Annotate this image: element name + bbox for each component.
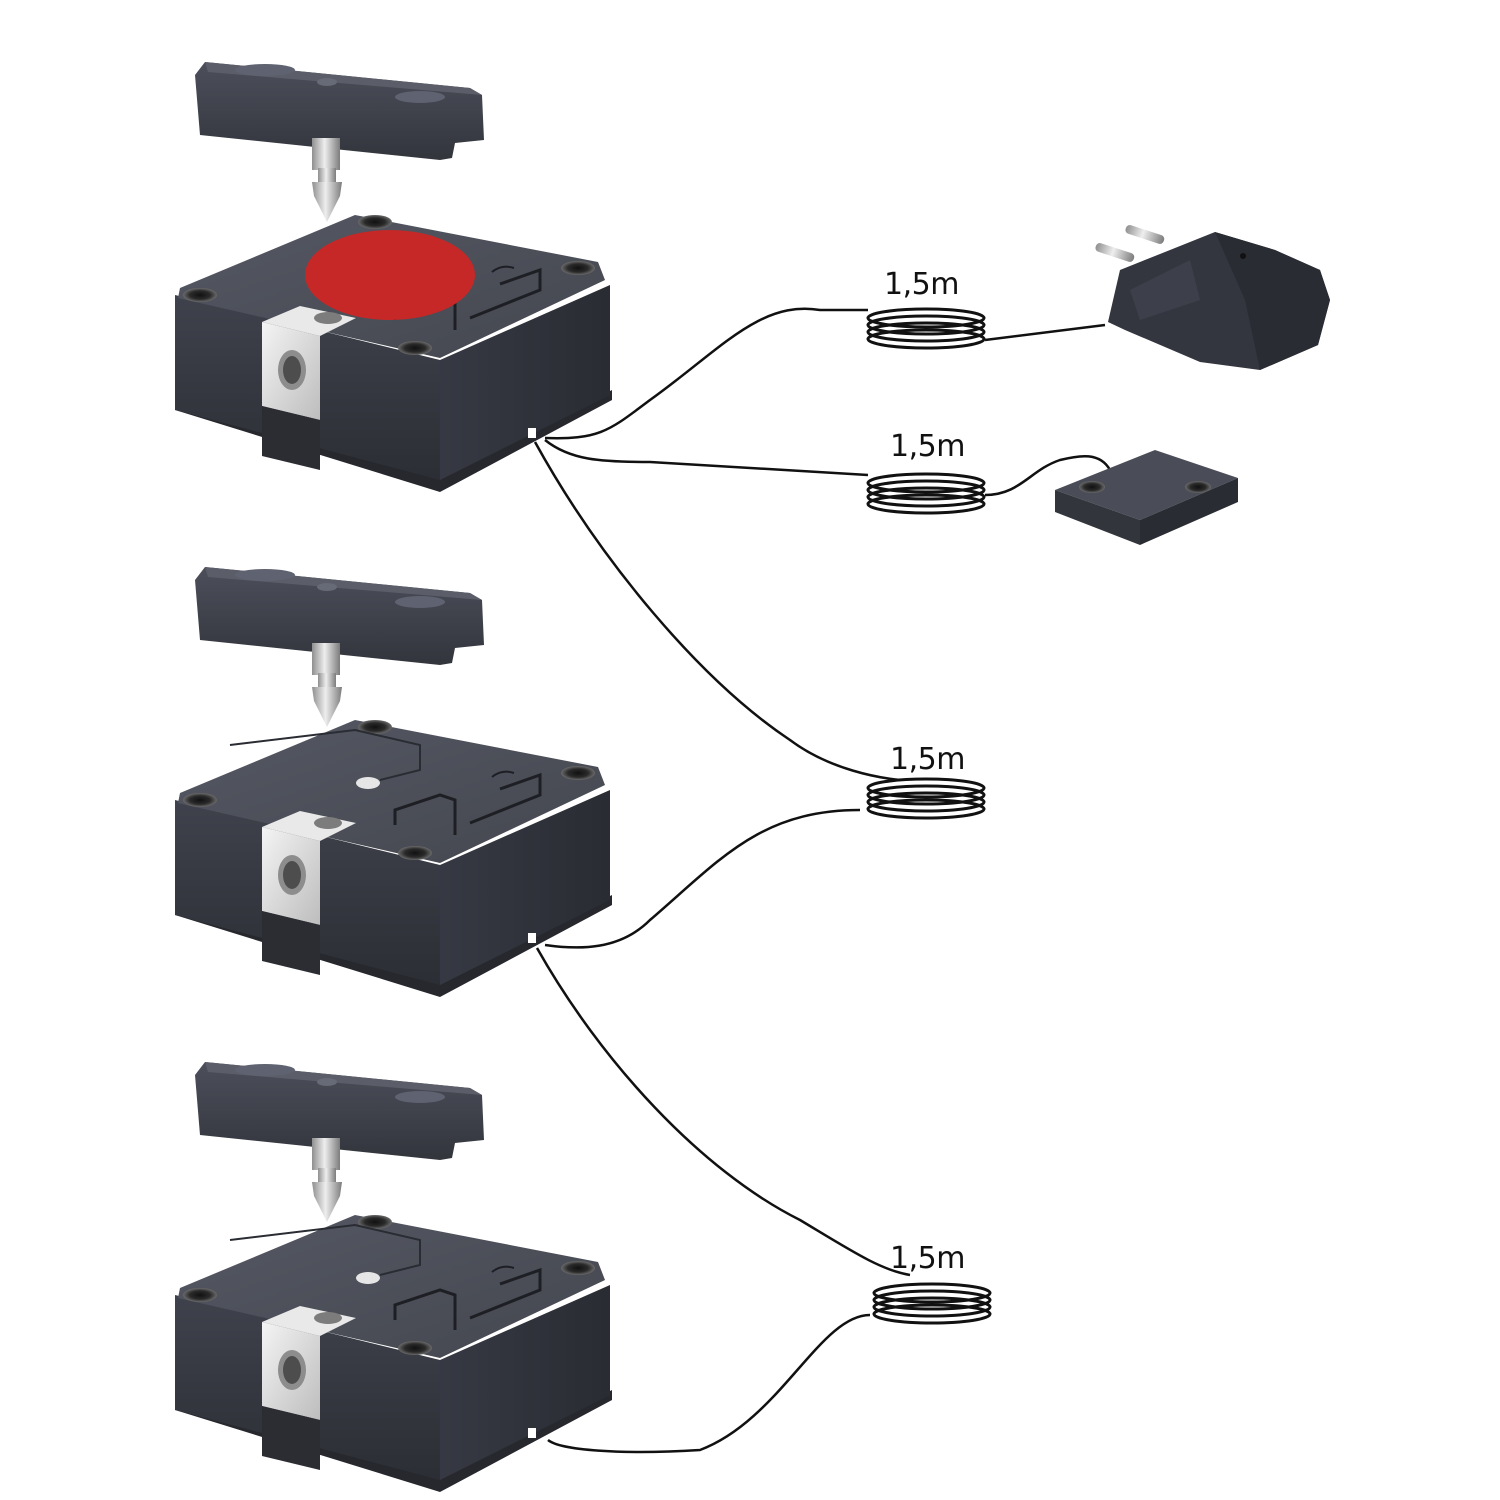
coil-power	[866, 307, 986, 350]
lock-body-3	[173, 1213, 614, 1494]
red-marker	[305, 230, 475, 320]
wire-lock2-out	[544, 808, 861, 949]
strike-plate-1	[195, 62, 484, 222]
wires	[533, 307, 1112, 1454]
wire-reader	[544, 439, 869, 477]
wire-lock3-out	[547, 1313, 871, 1454]
coil-reader	[866, 472, 986, 515]
lock-3	[173, 1062, 614, 1494]
cable-length-label: 1,5m	[890, 1241, 965, 1276]
plug-pin	[1095, 243, 1135, 262]
strike-plate-2	[195, 567, 484, 727]
wire-adapter	[984, 323, 1106, 342]
wire-lock3	[535, 947, 911, 1277]
coil-lock3	[872, 1282, 992, 1325]
strike-plate-3	[195, 1062, 484, 1222]
indicator-dot	[356, 777, 380, 789]
cable-length-label: 1,5m	[884, 267, 959, 302]
lock-body-2	[173, 718, 614, 999]
cable-length-label: 1,5m	[890, 742, 965, 777]
wire-reader-out	[984, 454, 1112, 497]
coil-lock2	[866, 777, 986, 820]
indicator-dot	[356, 1272, 380, 1284]
wire-power	[544, 307, 868, 440]
lock-2	[173, 567, 614, 999]
power-adapter	[1095, 225, 1330, 370]
lock-1	[173, 62, 614, 494]
wire-lock2	[533, 441, 901, 782]
cable-length-label: 1,5m	[890, 429, 965, 464]
rfid-reader	[1055, 450, 1238, 545]
plug-pin	[1125, 225, 1165, 244]
